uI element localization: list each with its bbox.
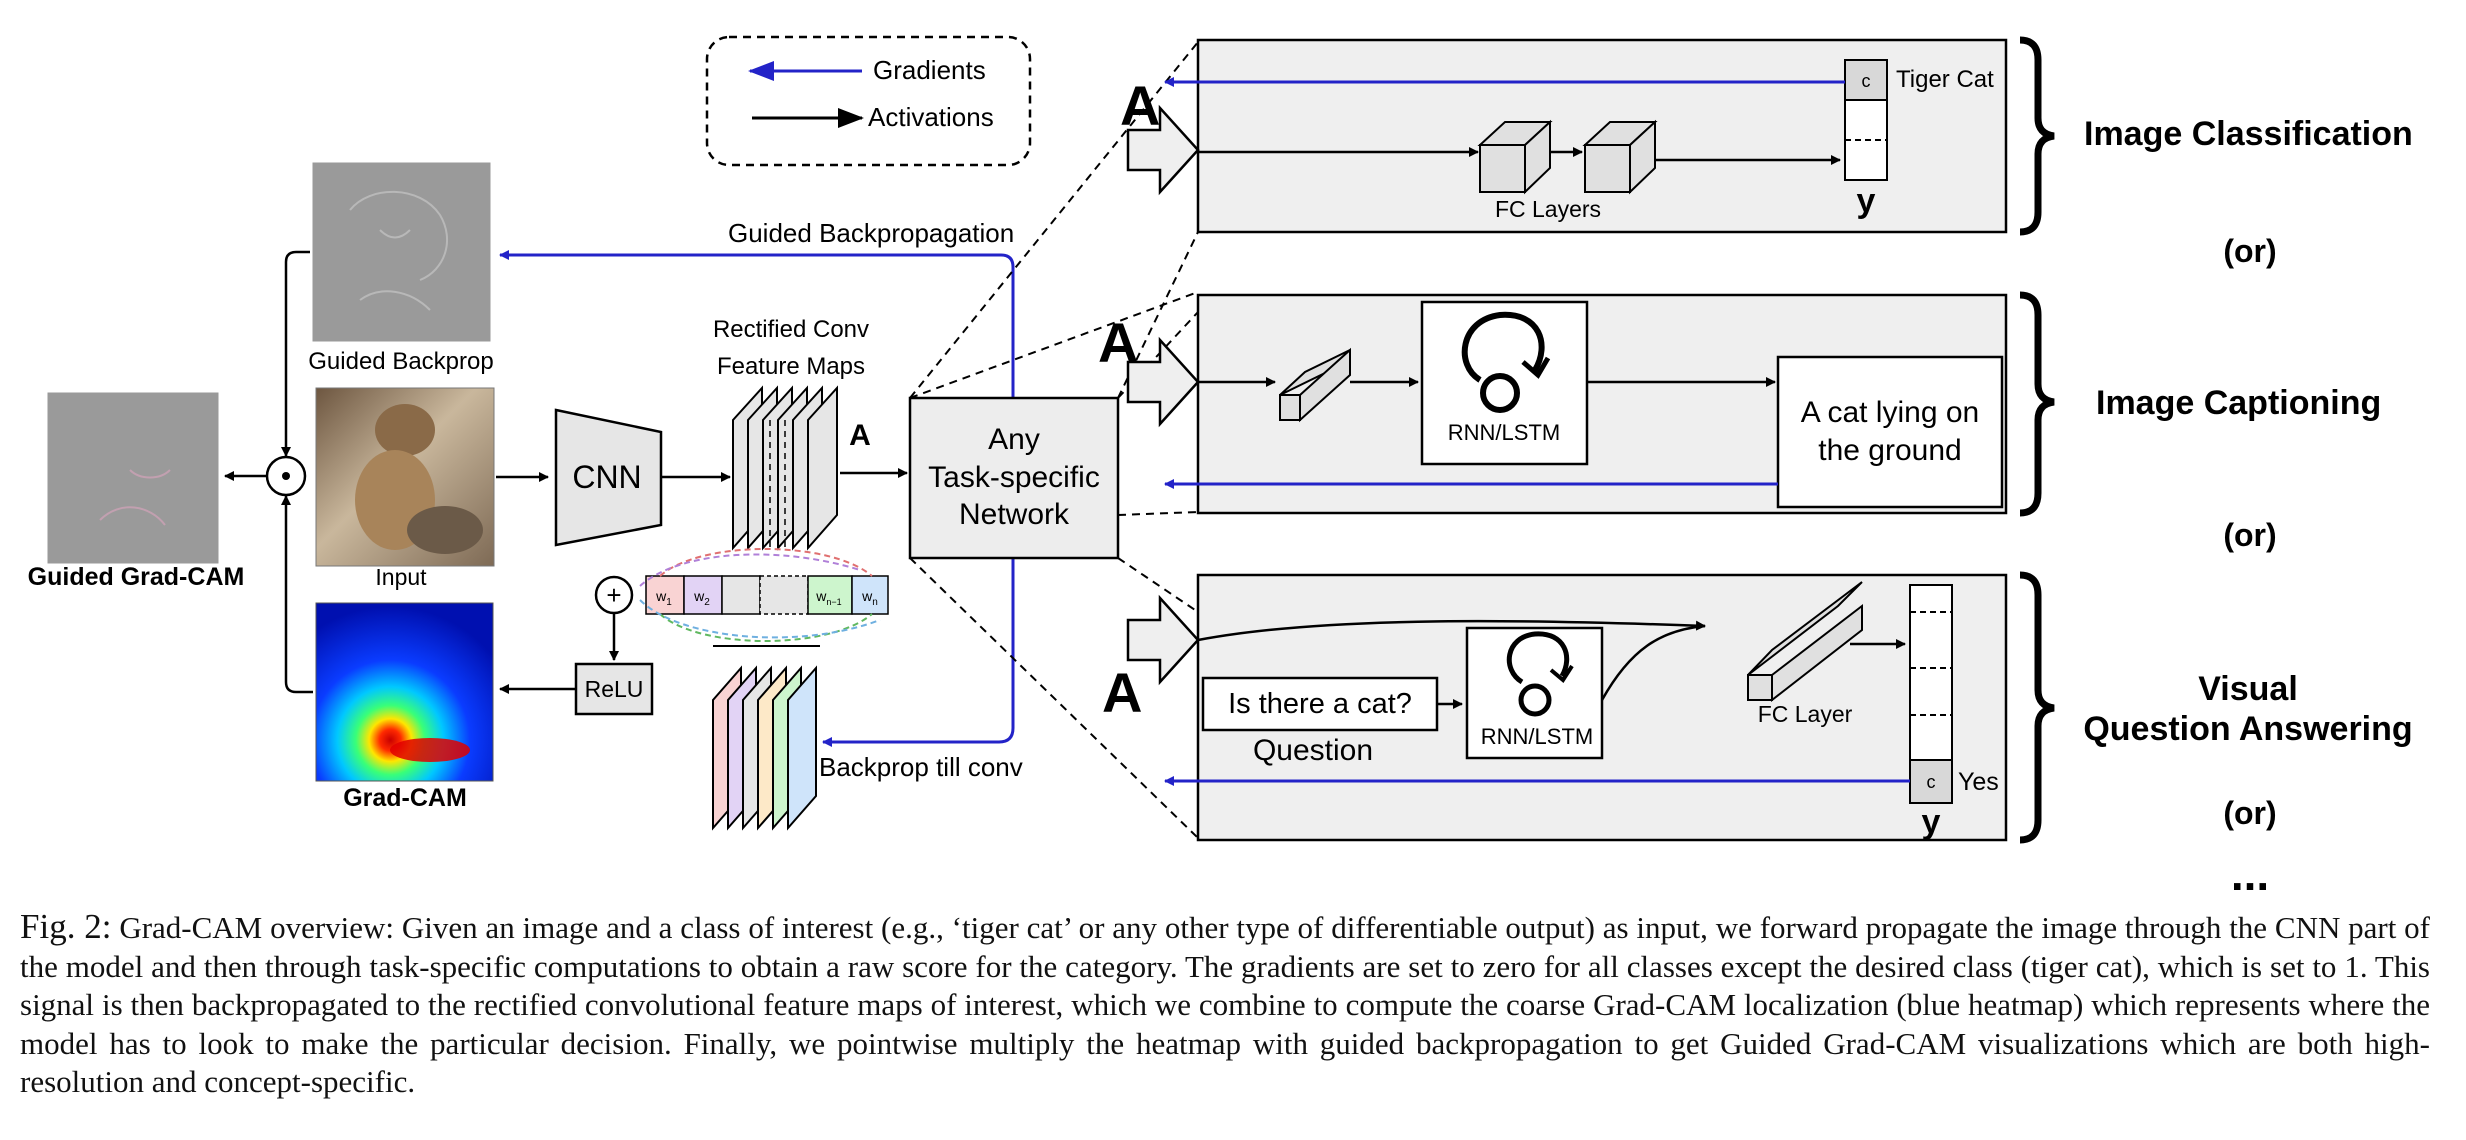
figure-label: Fig. 2: [20,907,112,946]
tiger-cat-label: Tiger Cat [1896,66,1994,93]
gradcam-caption: Grad-CAM [343,784,467,812]
rnn-cell-icon [1480,373,1520,413]
rnn-loop-arrowhead [1521,356,1551,379]
rnn-to-fc-flow [1600,624,1706,701]
task-name-captioning: Image Captioning [2096,384,2381,422]
maps-a-symbol: A [849,419,871,452]
captioning-fc-layer [1279,347,1351,423]
weights-bar: w1 w2 wn−1 wn [639,548,889,647]
answer-vector-dividers [1910,611,1952,716]
legend: Gradients Activations [705,35,1032,167]
guided-backprop-to-multiply-arrow [281,250,310,457]
classification-y-label: y [1857,182,1876,220]
captioning-input-arrow [1126,336,1200,428]
classification-a-symbol: A [1120,74,1160,137]
task-name-vqa-line2: Question Answering [2083,710,2412,748]
rnn-loop-icon [1461,311,1545,383]
task-image-classification: A FC Layers c Tiger Cat y [1120,38,2008,234]
fc-layer-2 [1582,119,1658,195]
task-vqa: A Is there a cat? Question RNN/LSTM FC L… [1102,573,2008,842]
activations-legend-label: Activations [868,102,994,132]
vqa-image-flow [1197,619,1706,642]
fc-layer-1 [1477,119,1553,195]
gradcam-to-multiply-arrow [281,495,313,694]
vqa-rnn-loop-arrowhead [1549,664,1574,683]
guided-gradcam-caption: Guided Grad-CAM [28,563,245,591]
gradcam-heatmap [315,602,494,782]
figure-caption: Fig. 2: Grad-CAM overview: Given an imag… [20,907,2430,1102]
rect-conv-label-line2: Feature Maps [717,353,865,380]
vqa-rnn-cell-icon [1518,683,1552,717]
task-name-classification: Image Classification [2084,115,2413,153]
relu-label: ReLU [585,676,644,702]
vqa-fc-label: FC Layer [1758,701,1853,727]
fc-layers-label: FC Layers [1495,196,1601,222]
guided-gradcam-image [47,392,219,564]
caption-output-line1: A cat lying on [1801,396,1979,429]
vqa-a-symbol: A [1102,661,1142,724]
captioning-rnn-label: RNN/LSTM [1448,420,1560,445]
task-braces [2019,36,2055,844]
vqa-rnn-label: RNN/LSTM [1481,724,1593,749]
plus-symbol: + [606,580,621,610]
or-label-1: (or) [2223,233,2276,269]
rect-conv-label-line1: Rectified Conv [713,316,869,343]
multiply-dot [282,472,290,480]
task-image-captioning: A RNN/LSTM A cat lying on the ground [1098,293,2008,515]
task-network-box [908,396,1120,560]
gradients-legend-label: Gradients [873,55,986,85]
vqa-fc-layer [1747,581,1863,703]
guided-backprop-arrow-label: Guided Backpropagation [728,218,1014,248]
gradient-maps-stack [712,665,817,831]
cnn-label: CNN [572,459,641,495]
question-box [1201,676,1439,732]
question-label: Question [1253,734,1373,767]
network-label-line2: Task-specific [928,461,1100,494]
legend-box [705,35,1032,167]
vqa-rnn-loop-icon [1506,631,1570,685]
guided-backprop-arrow [499,250,1015,635]
vqa-y-label: y [1922,803,1941,841]
answer-c-label: c [1927,772,1936,792]
question-text: Is there a cat? [1228,688,1412,720]
classification-input-arrow [1126,104,1200,196]
network-label-line3: Network [959,498,1070,531]
vqa-input-arrow [1126,594,1200,686]
cnn-block [554,408,663,547]
task-name-vqa-line1: Visual [2198,670,2298,708]
caption-output-line2: the ground [1818,434,1961,467]
guided-backprop-caption: Guided Backprop [308,348,493,375]
caption-output-box [1776,355,2004,509]
answer-c-box [1909,759,1953,804]
figure-caption-text: Grad-CAM overview: Given an image and a … [20,910,2430,1099]
network-label-line1: Any [988,423,1040,456]
ellipsis: ... [2231,848,2269,900]
class-c-box [1844,59,1888,101]
or-label-3: (or) [2223,795,2276,831]
gradcam-diagram: Gradients Activations Guided Backprop In… [28,35,2413,900]
guided-backprop-image [312,162,491,342]
input-image [315,387,495,567]
backprop-till-conv-label: Backprop till conv [819,752,1023,782]
answer-yes-label: Yes [1958,768,1999,796]
feature-maps-stack [732,385,838,551]
class-c-label: c [1862,71,1871,91]
or-label-2: (or) [2223,517,2276,553]
input-caption: Input [375,564,427,590]
backprop-till-conv-arrow [822,635,1015,747]
